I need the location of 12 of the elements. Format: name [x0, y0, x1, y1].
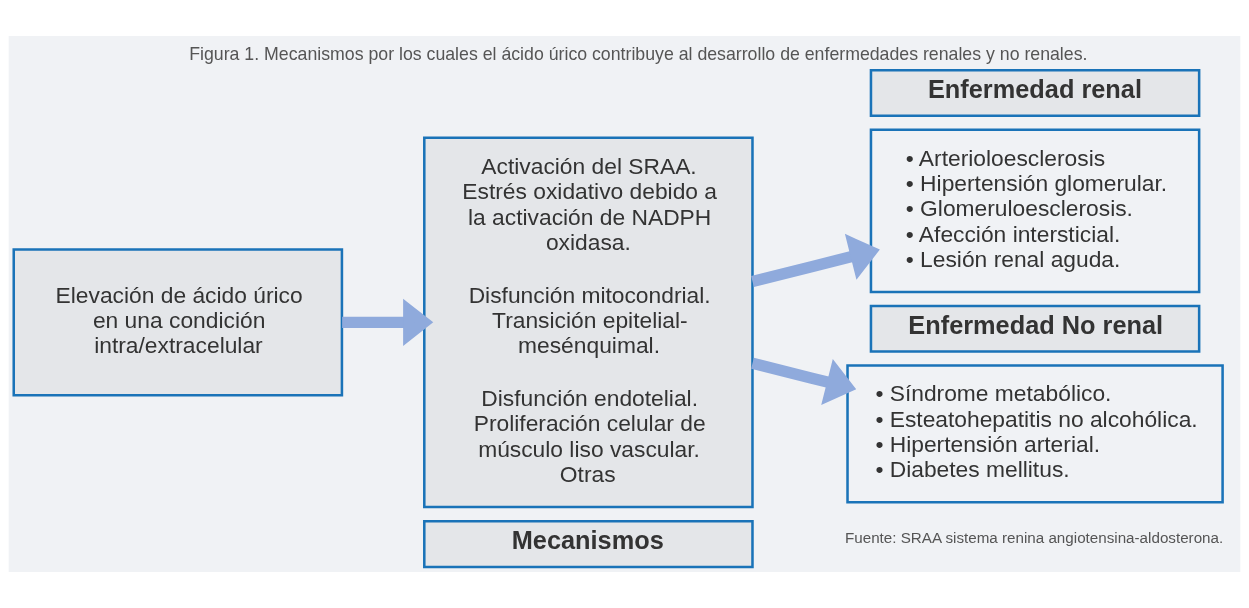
arrow — [342, 298, 434, 347]
arrow — [751, 357, 857, 405]
diagram-title: Figura 1. Mecanismos por los cuales el ácido úrico contribuye al desarrollo de enfermedades renales y no renales. — [189, 44, 1088, 65]
arrow — [751, 233, 880, 287]
node-box: • Arterioloesclerosis • Hipertensión glomerular. • Glomeruloesclerosis. • Afección intersticial. • Lesión renal aguda. — [869, 128, 1201, 294]
node-box: Enfermedad No renal — [869, 304, 1201, 353]
node-box: Activación del SRAA. Estrés oxidativo debido a la activación de NADPH oxidasa. Disfunción mitocondrial. Transición epitelial-mesénquimal. Disfunción endotelial. Proliferación celular de músculo liso vascular. Otras — [423, 136, 754, 509]
node-box: Elevación de ácido úrico en una condición intra/extracelular — [12, 248, 344, 397]
caption: Fuente: SRAA sistema renina angiotensina-aldosterona. — [844, 528, 1224, 546]
node-box: Mecanismos — [423, 520, 754, 569]
node-box: • Síndrome metabólico. • Esteatohepatitis no alcohólica. • Hipertensión arterial. • Diabetes mellitus. — [846, 364, 1224, 504]
node-box: Enfermedad renal — [869, 68, 1201, 118]
